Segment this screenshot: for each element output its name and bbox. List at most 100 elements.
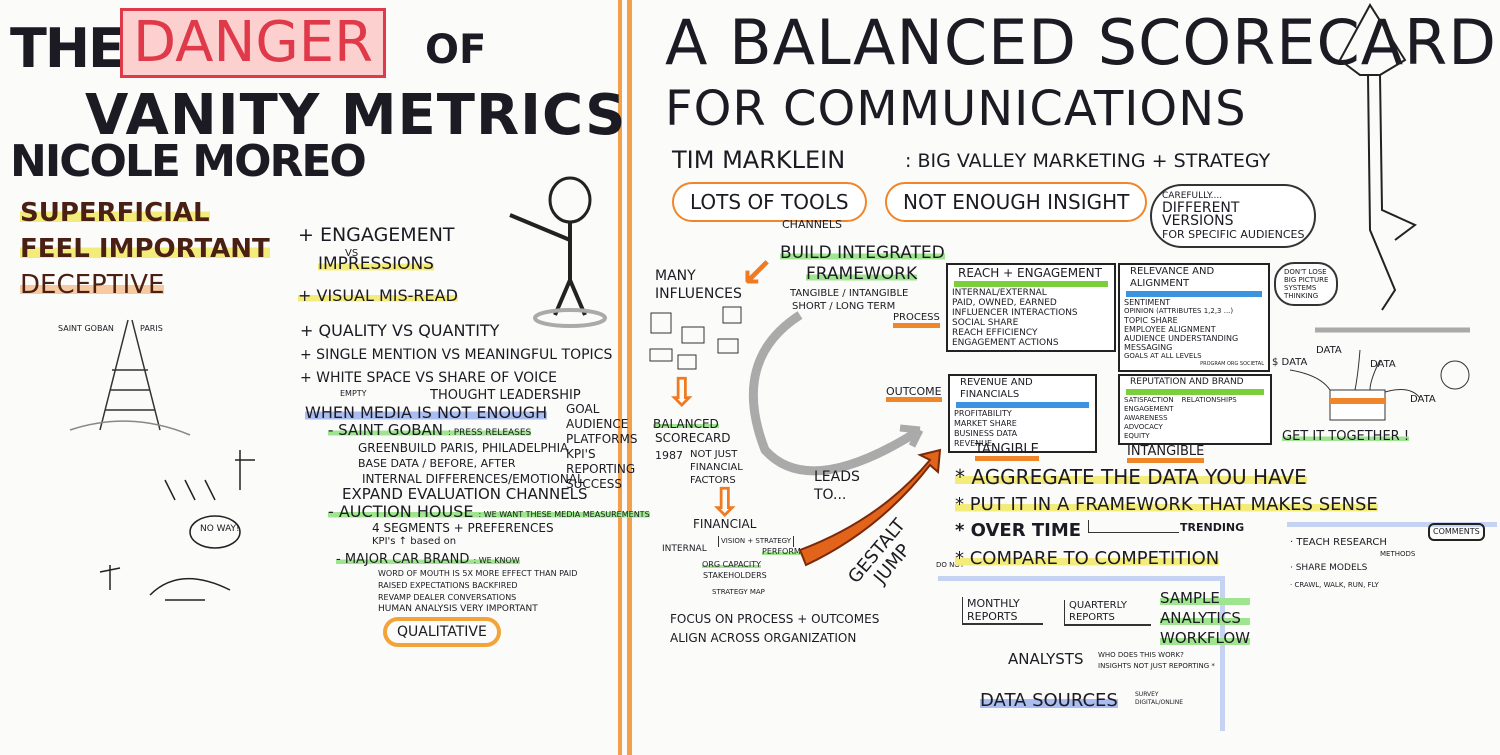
box-item: EMPLOYEE ALIGNMENT: [1124, 325, 1216, 334]
box-item: SATISFACTION: [1124, 396, 1174, 404]
pointing-figure-icon: [509, 176, 607, 328]
cloud-line: DIFFERENT: [1162, 200, 1240, 216]
point-quality: + QUALITY VS QUANTITY: [300, 321, 500, 340]
adjective-3: DECEPTIVE: [20, 270, 165, 300]
many-label: MANY: [655, 268, 696, 284]
box-reputation-brand: REPUTATION AND BRAND SATISFACTION ENGAGE…: [1118, 374, 1272, 445]
note-org: ORG: [1227, 361, 1239, 367]
survey-label: SURVEY: [1135, 691, 1159, 698]
audiences-cloud: CAREFULLY.... DIFFERENT VERSIONS FOR SPE…: [1150, 184, 1317, 248]
outcome-label: OUTCOME: [886, 386, 942, 402]
build-framework: FRAMEWORK: [806, 264, 918, 284]
title-vanity-metrics: VANITY METRICS: [85, 83, 627, 148]
digital-label: DIGITAL/ONLINE: [1135, 699, 1184, 706]
point-engagement: + ENGAGEMENT: [298, 224, 455, 246]
intangible-label: INTANGIBLE: [1127, 445, 1205, 463]
share-models: · SHARE MODELS: [1290, 563, 1368, 573]
goals-notes: PROGRAM ORG SOCIETAL: [1120, 361, 1268, 368]
data-box-sketch: [1289, 3, 1470, 421]
trend-line-icon: [1088, 520, 1179, 533]
adjective-2: FEEL IMPORTANT: [20, 234, 270, 264]
goals-text: GOALS AT ALL LEVELS: [1124, 352, 1202, 360]
box-item-relationships: RELATIONSHIPS: [1181, 396, 1237, 404]
auction-item: 4 SEGMENTS + PREFERENCES: [372, 521, 554, 535]
scorecard-title: A BALANCED SCORECARD: [665, 6, 1497, 79]
box-item: MARKET SHARE: [954, 419, 1017, 428]
trending-label: TRENDING: [1180, 521, 1245, 534]
sample-workflow-title: SAMPLE ANALYTICS WORKFLOW: [1160, 588, 1250, 648]
crawl-walk: · CRAWL, WALK, RUN, FLY: [1290, 581, 1379, 589]
cycle-arrows: [748, 311, 942, 567]
box-item: ADVOCACY: [1124, 423, 1163, 431]
not-enough-insight-bubble: NOT ENOUGH INSIGHT: [885, 182, 1148, 222]
saint-goban: - SAINT GOBAN : PRESS RELEASES: [328, 423, 532, 438]
auction-label: - AUCTION HOUSE: [328, 502, 474, 521]
left-sketches: [69, 319, 255, 601]
box-title: RELEVANCE AND ALIGNMENT: [1126, 265, 1262, 297]
note-program: PROGRAM: [1200, 361, 1226, 367]
year-1987: 1987: [655, 449, 683, 462]
build-sub: SHORT / LONG TERM: [792, 301, 896, 312]
data-label-globe: DATA: [1410, 394, 1436, 405]
data-box-icon: [1329, 389, 1386, 421]
stick-figures-icon: [99, 450, 255, 601]
sample-line: WORKFLOW: [1160, 628, 1250, 648]
get-it-together: GET IT TOGETHER !: [1282, 429, 1410, 444]
speaker-company: : BIG VALLEY MARKETING + STRATEGY: [905, 150, 1271, 172]
bullet-compare: * COMPARE TO COMPETITION: [955, 548, 1220, 569]
focus-line: FOCUS ON PROCESS + OUTCOMES: [670, 612, 880, 626]
big-picture-cloud: DON'T LOSE BIG PICTURE SYSTEMS THINKING: [1274, 262, 1339, 306]
box-title: REACH + ENGAGEMENT: [954, 265, 1108, 287]
channels-label: CHANNELS: [782, 218, 842, 231]
point-visual: + VISUAL MIS-READ: [298, 286, 458, 305]
balanced-label: BALANCED: [653, 417, 719, 431]
scorecard-subtitle: FOR COMMUNICATIONS: [665, 81, 1247, 137]
arrow-down-icon: ⇩: [665, 370, 699, 416]
cloud-line: VERSIONS: [1162, 213, 1234, 229]
leads-to: LEADS TO...: [814, 468, 860, 504]
media-heading: WHEN MEDIA IS NOT ENOUGH: [305, 403, 548, 422]
tangible-label: TANGIBLE: [975, 443, 1039, 461]
bullet-over-time: * OVER TIME: [955, 520, 1082, 541]
lots-of-tools-bubble: LOTS OF TOOLS: [672, 182, 867, 222]
title-the: THE: [10, 17, 125, 80]
box-item: ENGAGEMENT: [1124, 405, 1174, 413]
box-item: BUSINESS DATA: [954, 429, 1018, 438]
teach-research: · TEACH RESEARCH: [1290, 537, 1387, 548]
sketch-saint-label: SAINT GOBAN: [58, 324, 114, 333]
point-thought: THOUGHT LEADERSHIP: [430, 388, 581, 403]
cycle-financial: FINANCIAL: [693, 517, 757, 531]
build-sub: TANGIBLE / INTANGIBLE: [790, 288, 909, 299]
box-item: INFLUENCER INTERACTIONS: [952, 308, 1078, 318]
leads-line: TO...: [814, 487, 847, 503]
leads-line: LEADS: [814, 469, 860, 485]
teach-methods: METHODS: [1380, 550, 1416, 558]
box-columns: SATISFACTION ENGAGEMENT AWARENESS ADVOCA…: [1120, 396, 1270, 441]
do-not-bubble: DO NOT: [936, 561, 965, 569]
box-item: PAID, OWNED, EARNED: [952, 298, 1057, 308]
title-of: OF: [425, 27, 487, 73]
car-item: WORD OF MOUTH IS 5X MORE EFFECT THAN PAI…: [378, 569, 578, 578]
not-just-line: FACTORS: [690, 475, 736, 486]
bullet-aggregate: * AGGREGATE THE DATA YOU HAVE: [955, 465, 1307, 489]
eiffel-tower-icon: [69, 319, 191, 436]
small-cloud-line: SYSTEMS: [1284, 284, 1317, 292]
saint-item: BASE DATA / BEFORE, AFTER: [358, 457, 516, 470]
box-revenue-financials: REVENUE AND FINANCIALS PROFITABILITY MAR…: [948, 374, 1097, 453]
who-does-this: WHO DOES THIS WORK?: [1098, 651, 1184, 659]
side-goal: GOAL: [566, 402, 600, 416]
box-item: AUDIENCE UNDERSTANDING: [1124, 334, 1239, 343]
auction-note: : WE WANT THESE MEDIA MEASUREMENTS: [478, 510, 650, 519]
car-item: HUMAN ANALYSIS VERY IMPORTANT: [378, 604, 538, 614]
monthly-reports: MONTHLY REPORTS: [962, 597, 1043, 625]
sketch-paris-label: PARIS: [140, 324, 163, 333]
sketch-no-way: NO WAY!: [200, 524, 240, 534]
comments-bubble: COMMENTS: [1428, 523, 1485, 541]
box-item: PROFITABILITY: [954, 409, 1012, 418]
globe-icon: [1440, 360, 1470, 390]
box-item: SOCIAL SHARE: [952, 318, 1019, 328]
car-item: RAISED EXPECTATIONS BACKFIRED: [378, 581, 518, 590]
align-line: ALIGN ACROSS ORGANIZATION: [670, 631, 857, 645]
gray-curved-arrow-icon: [748, 311, 923, 476]
point-vs: VS: [345, 248, 359, 259]
